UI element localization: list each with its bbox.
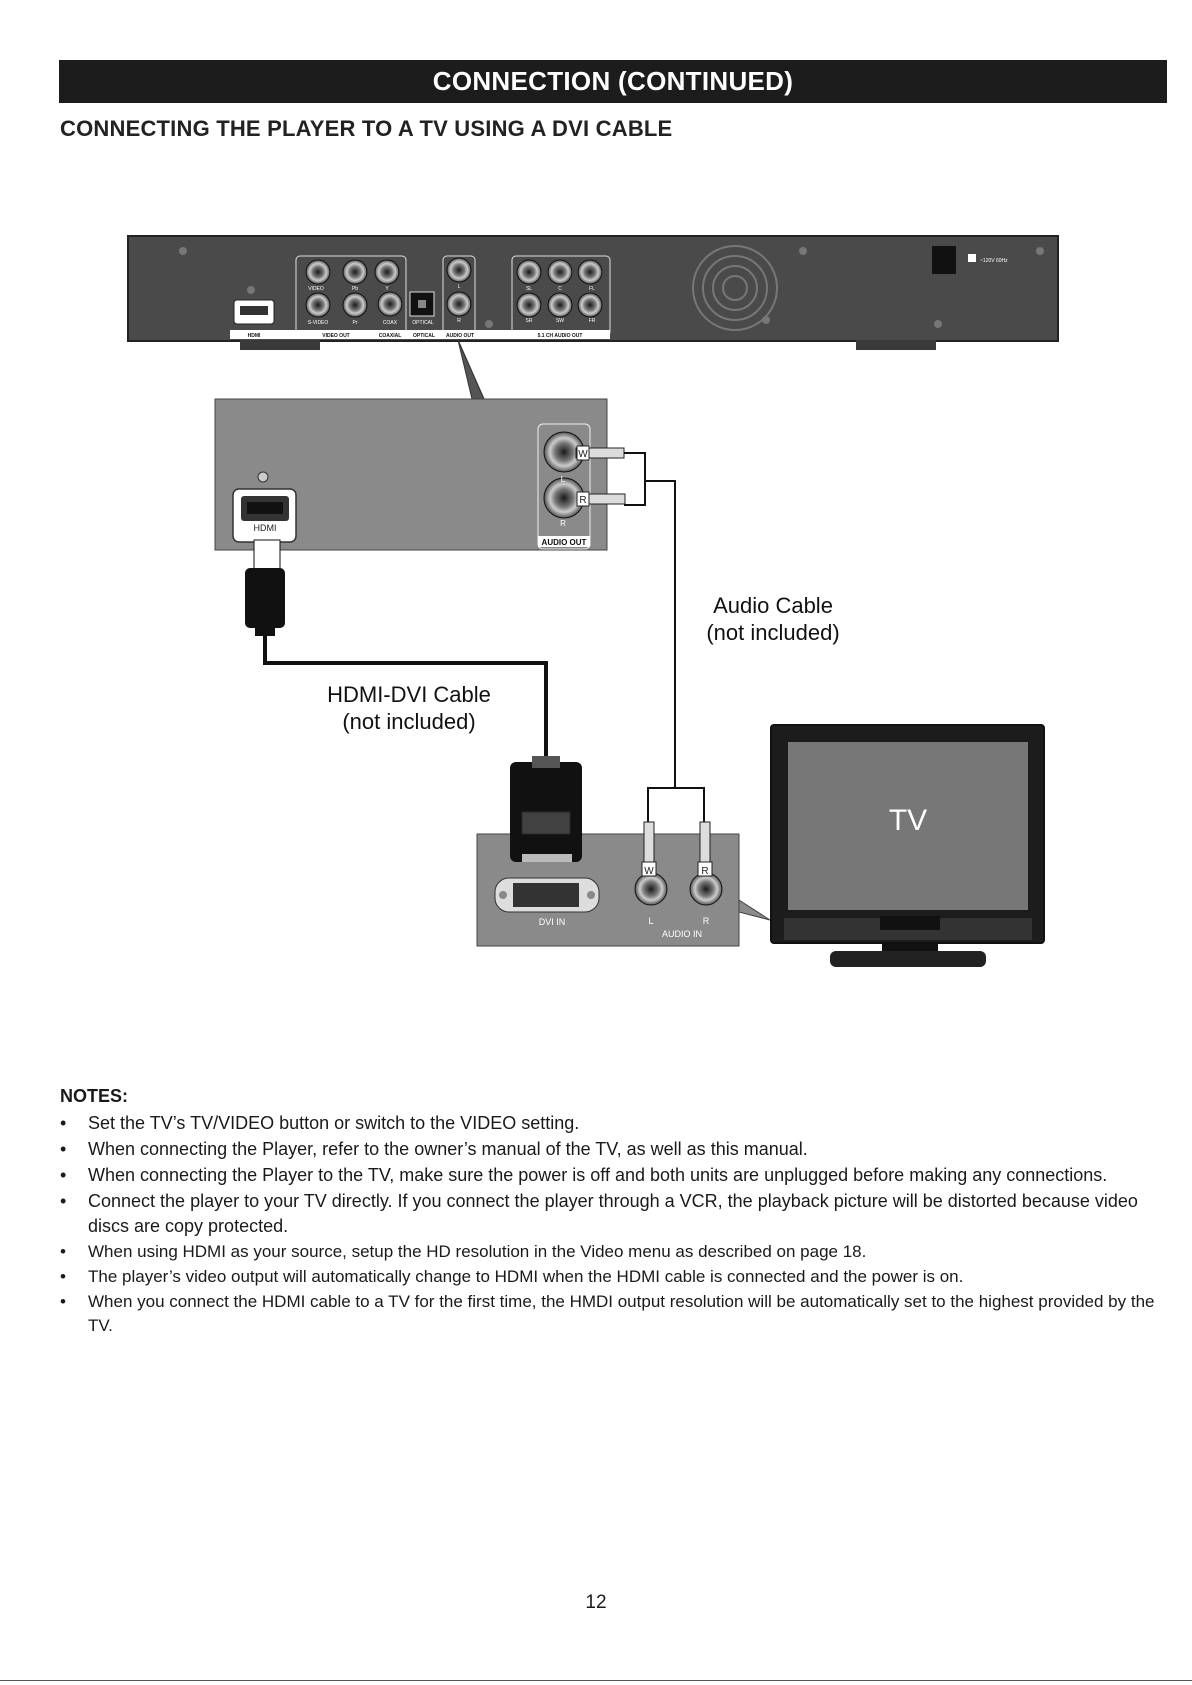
zoom-audio-out-label: AUDIO OUT xyxy=(542,538,587,547)
bullet: • xyxy=(60,1165,67,1185)
bullet: • xyxy=(60,1139,67,1159)
zoom-l-label: L xyxy=(561,475,566,484)
bullet: • xyxy=(60,1267,66,1286)
player-rear-panel: HDMI VIDEO Pb Y S-VIDEO Pr COAX OPTICAL … xyxy=(127,235,1059,350)
player-video-label: VIDEO xyxy=(308,286,324,292)
player-optical-small-label: OPTICAL xyxy=(412,320,434,326)
audio-in-label: AUDIO IN xyxy=(662,929,702,939)
note-item: • When connecting the Player, refer to th… xyxy=(60,1137,1170,1162)
note-item: • The player’s video output will automati… xyxy=(60,1265,1170,1289)
player-fl-label: FL xyxy=(589,286,595,292)
note-item: • Connect the player to your TV directly.… xyxy=(60,1189,1170,1239)
notes-heading: NOTES: xyxy=(60,1086,129,1106)
connection-diagram: HDMI VIDEO Pb Y S-VIDEO Pr COAX OPTICAL … xyxy=(127,235,1059,967)
audio-cable-label-line2: (not included) xyxy=(706,620,839,645)
note-text: When connecting the Player, refer to the… xyxy=(88,1139,808,1159)
note-item: • Set the TV’s TV/VIDEO button or switch … xyxy=(60,1111,1170,1136)
player-pr-label: Pr xyxy=(353,320,358,326)
tv-illustration: TV xyxy=(770,724,1045,967)
page-number: 12 xyxy=(585,1592,607,1613)
zoom-r-plug-label: R xyxy=(579,495,586,506)
notes-list: • Set the TV’s TV/VIDEO button or switch … xyxy=(60,1111,1170,1338)
note-text: Set the TV’s TV/VIDEO button or switch t… xyxy=(88,1113,580,1133)
player-svideo-label: S-VIDEO xyxy=(308,320,329,326)
bottom-rule xyxy=(0,1680,1192,1681)
section-title: CONNECTING THE PLAYER TO A TV USING A DV… xyxy=(60,116,673,141)
tv-w-plug-label: W xyxy=(644,866,654,877)
player-l-label: L xyxy=(458,284,461,290)
player-r-label: R xyxy=(457,318,461,324)
bullet: • xyxy=(60,1113,67,1133)
note-text: The player’s video output will automatic… xyxy=(88,1267,964,1286)
page-title: CONNECTION (CONTINUED) xyxy=(59,60,1167,103)
player-coax-label: COAX xyxy=(383,320,398,326)
fan-grille xyxy=(692,245,778,331)
zoom-hdmi-label: HDMI xyxy=(254,523,277,533)
player-optical-label: OPTICAL xyxy=(413,333,435,339)
note-text: Connect the player to your TV directly. … xyxy=(88,1191,1138,1236)
player-sw-label: SW xyxy=(556,318,564,324)
bullet: • xyxy=(60,1242,66,1261)
note-text: When connecting the Player to the TV, ma… xyxy=(88,1165,1108,1185)
hdmi-dvi-cable-label-line1: HDMI-DVI Cable xyxy=(327,682,491,707)
tv-audio-l-label: L xyxy=(648,916,653,926)
player-hdmi-section-label: HDMI xyxy=(248,333,261,339)
player-y-label: Y xyxy=(385,286,389,292)
note-item: • When connecting the Player to the TV, m… xyxy=(60,1163,1170,1188)
zoom-w-plug-label: W xyxy=(578,449,588,460)
player-51-audio-out-label: 5.1 CH AUDIO OUT xyxy=(538,333,583,339)
hdmi-dvi-cable-label-line2: (not included) xyxy=(342,709,475,734)
player-pb-label: Pb xyxy=(352,286,358,292)
notes-section: NOTES: • Set the TV’s TV/VIDEO button or … xyxy=(60,1086,1170,1339)
player-sr-label: SR xyxy=(526,318,533,324)
note-item: • When you connect the HDMI cable to a TV… xyxy=(60,1290,1170,1338)
player-c-label: C xyxy=(558,286,562,292)
tv-audio-r-label: R xyxy=(703,916,710,926)
player-video-out-label: VIDEO OUT xyxy=(322,333,350,339)
player-fr-label: FR xyxy=(589,318,596,324)
tv-r-plug-label: R xyxy=(701,866,708,877)
player-coaxial-label: COAXIAL xyxy=(379,333,402,339)
audio-cable-label-line1: Audio Cable xyxy=(713,593,833,618)
zoomed-player-panel: HDMI L R AUDIO OUT W R xyxy=(214,398,626,551)
dvi-in-label: DVI IN xyxy=(539,917,566,927)
note-item: • When using HDMI as your source, setup t… xyxy=(60,1240,1170,1264)
tv-label: TV xyxy=(889,804,927,837)
zoom-r-label: R xyxy=(560,519,566,528)
bullet: • xyxy=(60,1292,66,1311)
player-sl-label: SL xyxy=(526,286,532,292)
note-text: When using HDMI as your source, setup th… xyxy=(88,1242,867,1261)
note-text: When you connect the HDMI cable to a TV … xyxy=(88,1292,1155,1335)
power-rating-label: ~120V 60Hz xyxy=(980,258,1008,264)
player-audio-out-label: AUDIO OUT xyxy=(446,333,474,339)
bullet: • xyxy=(60,1191,67,1211)
